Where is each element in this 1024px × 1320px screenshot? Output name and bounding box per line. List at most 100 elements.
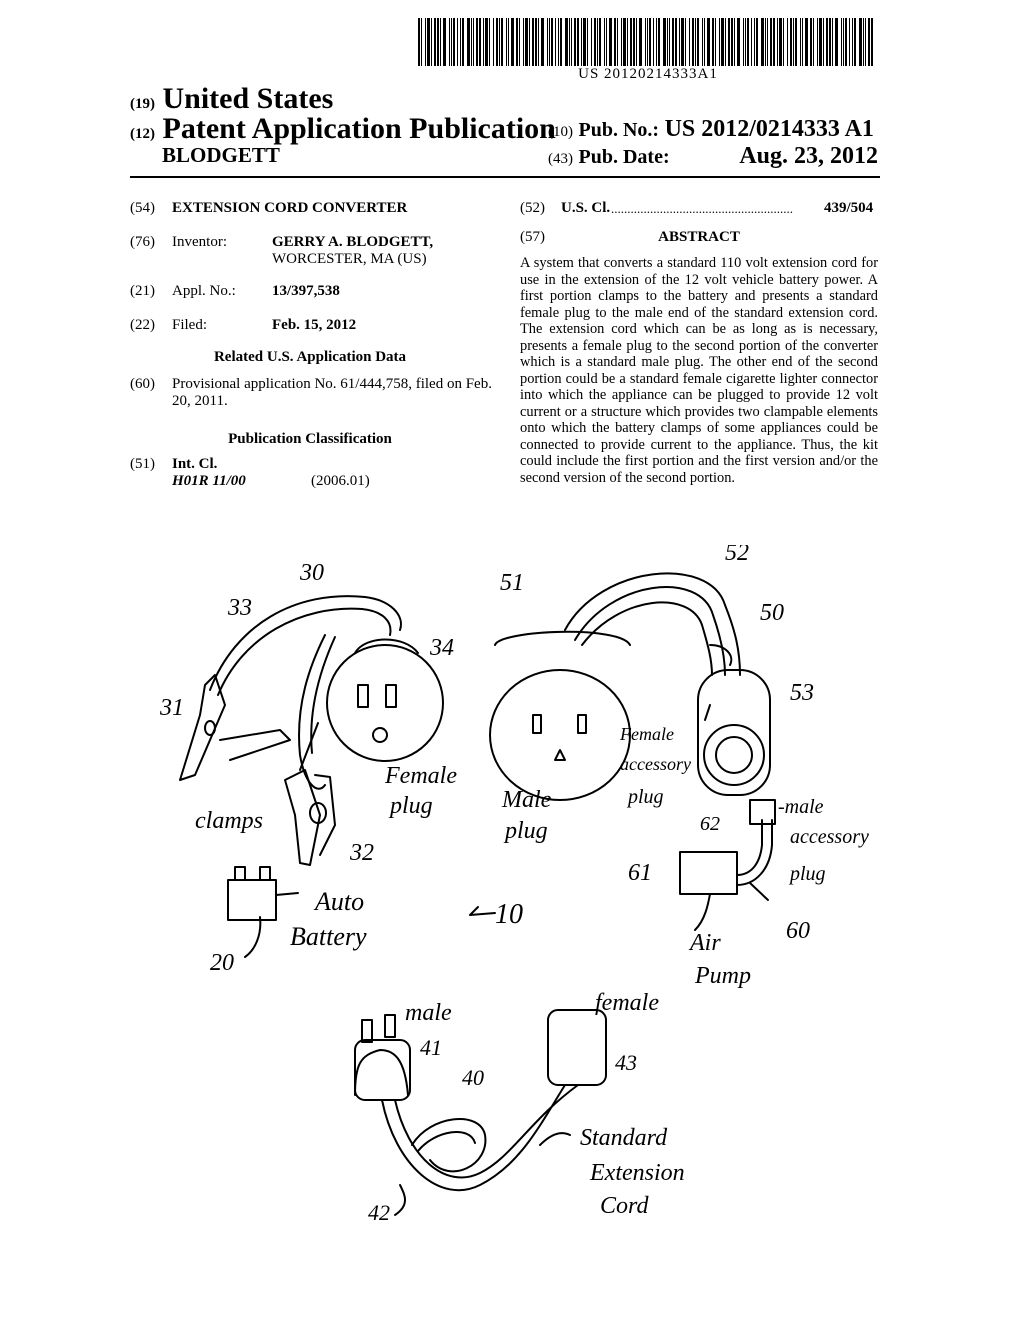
barcode-bar [535,18,537,66]
barcode-bar [865,18,866,66]
barcode-bar [658,18,660,66]
barcode-bar [754,18,755,66]
barcode-bar [695,18,696,66]
label-auto: Auto [313,887,364,916]
barcode-bar [449,18,450,66]
battery-converter-30 [179,595,444,866]
ref-40: 40 [462,1065,484,1090]
barcode-bar [501,18,503,66]
code-19: (19) [130,96,155,112]
barcode-bar [577,18,579,66]
barcode-bar [653,18,654,66]
abstract-text: A system that converts a standard 110 vo… [520,255,878,486]
barcode-bar [805,18,808,66]
label-male-accessory-2: accessory [790,826,869,848]
barcode-bar [712,18,714,66]
barcode-bar [835,18,838,66]
inventor-name: GERRY A. BLODGETT, [272,234,434,250]
barcode-bar [829,18,831,66]
barcode-bar [719,18,720,66]
barcode-bar [675,18,677,66]
barcode-bar [623,18,626,66]
barcode-bar [457,18,458,66]
label-female-accessory-2: accessory [620,754,691,774]
barcode-bar [551,18,553,66]
barcode-bar [421,18,422,66]
barcode-bar [843,18,844,66]
ref-52: 52 [725,545,749,566]
barcode-bar [734,18,735,66]
auto-battery-20 [227,866,299,958]
barcode-bar [819,18,822,66]
inventor-label: Inventor: [172,234,227,250]
clamp-32 [284,769,321,866]
barcode [418,18,878,66]
barcode-bar [489,18,490,66]
barcode-bar [777,18,778,66]
barcode-bar [434,18,436,66]
barcode-bar [604,18,605,66]
barcode-bar [715,18,716,66]
barcode-bar [871,18,873,66]
barcode-bar [761,18,764,66]
barcode-bar [476,18,478,66]
country: United States [162,82,334,115]
barcode-bar [609,18,612,66]
related-data-heading: Related U.S. Application Data [213,349,407,365]
barcode-bar [627,18,628,66]
barcode-bar [508,18,509,66]
label-battery: Battery [290,922,367,951]
label-cord: Cord [600,1193,649,1219]
barcode-bar [574,18,576,66]
ref-20: 20 [210,950,234,976]
barcode-bar [418,18,420,66]
barcode-bar [485,18,488,66]
ref-43: 43 [615,1050,637,1075]
drawing-labels: 30 33 34 31 32 clamps Female plug 20 Aut… [159,545,869,1225]
title: EXTENSION CORD CONVERTER [172,200,408,216]
barcode-bar [473,18,474,66]
barcode-bar [773,18,775,66]
barcode-bar [737,18,740,66]
barcode-bar [841,18,842,66]
label-pump: Pump [694,963,751,989]
field-76-code: (76) [130,234,155,250]
us-cl-dots: ........................................… [611,201,793,216]
barcode-bar [645,18,646,66]
field-54-code: (54) [130,200,155,216]
barcode-bar [823,18,824,66]
barcode-bar [506,18,507,66]
code-12: (12) [130,126,155,142]
barcode-bar [483,18,484,66]
label-standard: Standard [580,1125,668,1151]
barcode-bar [636,18,637,66]
barcode-bar [597,18,598,66]
barcode-bar [525,18,528,66]
header-rule [130,176,880,178]
barcode-bar [630,18,632,66]
barcode-bar [745,18,746,66]
ref-41: 41 [420,1035,442,1060]
ref-51: 51 [500,570,524,596]
barcode-bar [868,18,870,66]
barcode-bar [529,18,530,66]
barcode-bar [523,18,524,66]
barcode-bar [667,18,668,66]
label-female-accessory-1: Female [619,724,674,744]
label-female-accessory-3: plug [626,786,664,808]
ref-61: 61 [628,860,652,886]
barcode-bar [817,18,818,66]
barcode-bar [617,18,618,66]
barcode-bar [516,18,518,66]
int-cl-year: (2006.01) [311,473,370,489]
barcode-bar [852,18,853,66]
barcode-bar [558,18,559,66]
field-52-code: (52) [520,200,545,216]
pub-date: Aug. 23, 2012 [739,143,878,169]
barcode-bar [663,18,666,66]
ref-42: 42 [368,1200,390,1225]
barcode-bar [437,18,439,66]
barcode-bar [859,18,862,66]
publication-type: Patent Application Publication [162,112,556,145]
barcode-bar [681,18,684,66]
